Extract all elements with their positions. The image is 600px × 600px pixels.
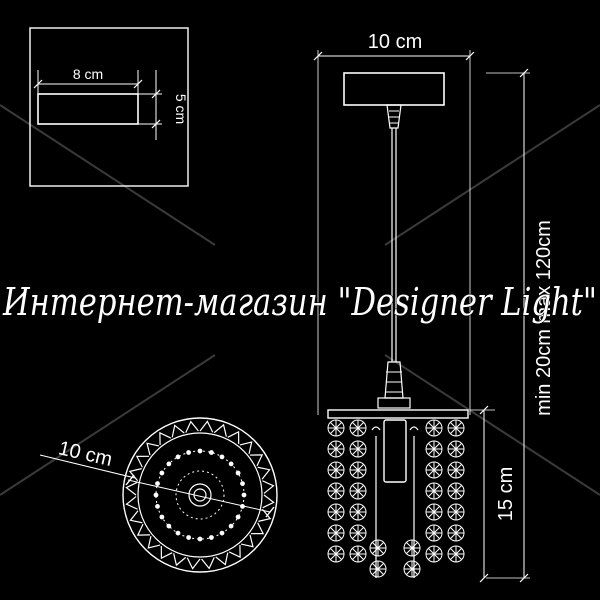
crystal-bead xyxy=(327,482,345,500)
ring-mark xyxy=(159,431,172,445)
crystal-bead xyxy=(349,545,367,563)
crystal-frame xyxy=(327,409,469,419)
crystal-bead xyxy=(425,461,443,479)
ring-mark xyxy=(240,534,254,548)
crystal-bead xyxy=(349,482,367,500)
ring-mark xyxy=(262,480,275,494)
crystal-bead xyxy=(425,440,443,458)
watermark-lines xyxy=(0,104,600,496)
ring-mark xyxy=(250,522,265,535)
crystal-bead xyxy=(349,461,367,479)
ring-mark xyxy=(186,557,201,570)
crystal-strands xyxy=(327,419,465,578)
shade-height-label: 15 cm xyxy=(495,467,517,521)
side-view: 10 cm min 20cm max 120cm xyxy=(313,31,555,583)
crystal-bead xyxy=(349,440,367,458)
ring-mark xyxy=(257,466,271,480)
crystal-bead xyxy=(327,419,345,437)
crystal-bead xyxy=(327,545,345,563)
ring-mark xyxy=(250,454,264,467)
ring-mark xyxy=(185,420,199,433)
crystal-bead xyxy=(403,560,421,578)
crystal-bead xyxy=(425,419,443,437)
ring-mark xyxy=(258,508,272,522)
ring-mark xyxy=(171,424,185,438)
crystal-bead xyxy=(349,419,367,437)
ring-mark xyxy=(228,545,241,559)
ring-mark xyxy=(136,523,150,536)
ring-mark xyxy=(147,535,161,549)
top-view-panel: 8 cm 5 cm xyxy=(29,27,189,187)
ring-mark xyxy=(227,430,240,445)
ring-mark xyxy=(135,455,150,468)
ring-mark xyxy=(213,423,227,437)
bead-dot xyxy=(166,523,172,529)
ring-mark xyxy=(125,481,138,496)
crystal-bead xyxy=(447,461,465,479)
crystal-bead xyxy=(447,419,465,437)
ring-mark xyxy=(201,557,215,570)
ring-mark xyxy=(125,496,138,510)
top-box xyxy=(37,93,139,125)
ring-mark xyxy=(239,441,253,455)
crystal-bead xyxy=(447,524,465,542)
crystal-bead xyxy=(403,539,421,557)
canopy-width-label: 10 cm xyxy=(368,31,422,53)
crystal-bead xyxy=(447,482,465,500)
ring-mark xyxy=(215,552,229,566)
crystal-bead xyxy=(425,503,443,521)
watermark-text: Интернет-магазин "Designer Light" xyxy=(2,280,597,324)
ring-mark xyxy=(262,494,275,509)
ring-mark xyxy=(129,510,143,524)
crystal-bead xyxy=(327,503,345,521)
bead-dot xyxy=(208,450,214,455)
ring-mark xyxy=(146,442,160,456)
ring-mark xyxy=(199,420,214,433)
crystal-bead xyxy=(447,503,465,521)
top-box-width-label: 8 cm xyxy=(73,66,103,82)
crystal-bead xyxy=(425,524,443,542)
crystal-bead xyxy=(425,482,443,500)
height-range-label: min 20cm max 120cm xyxy=(533,220,555,416)
canopy xyxy=(343,72,445,106)
crystal-bead xyxy=(327,524,345,542)
crystal-bead xyxy=(447,545,465,563)
crystal-bead xyxy=(369,539,387,557)
crystal-bead xyxy=(447,440,465,458)
crystal-bead xyxy=(327,440,345,458)
crystal-bead xyxy=(425,545,443,563)
crystal-bead xyxy=(327,461,345,479)
crystal-bead xyxy=(349,524,367,542)
crystal-bead xyxy=(369,560,387,578)
ring-mark xyxy=(160,545,173,560)
bottom-view: 10 cm xyxy=(39,417,278,573)
top-box-height-label: 5 cm xyxy=(173,94,189,124)
ring-mark xyxy=(173,553,187,567)
lamp-socket xyxy=(383,419,407,483)
crystal-bead xyxy=(349,503,367,521)
